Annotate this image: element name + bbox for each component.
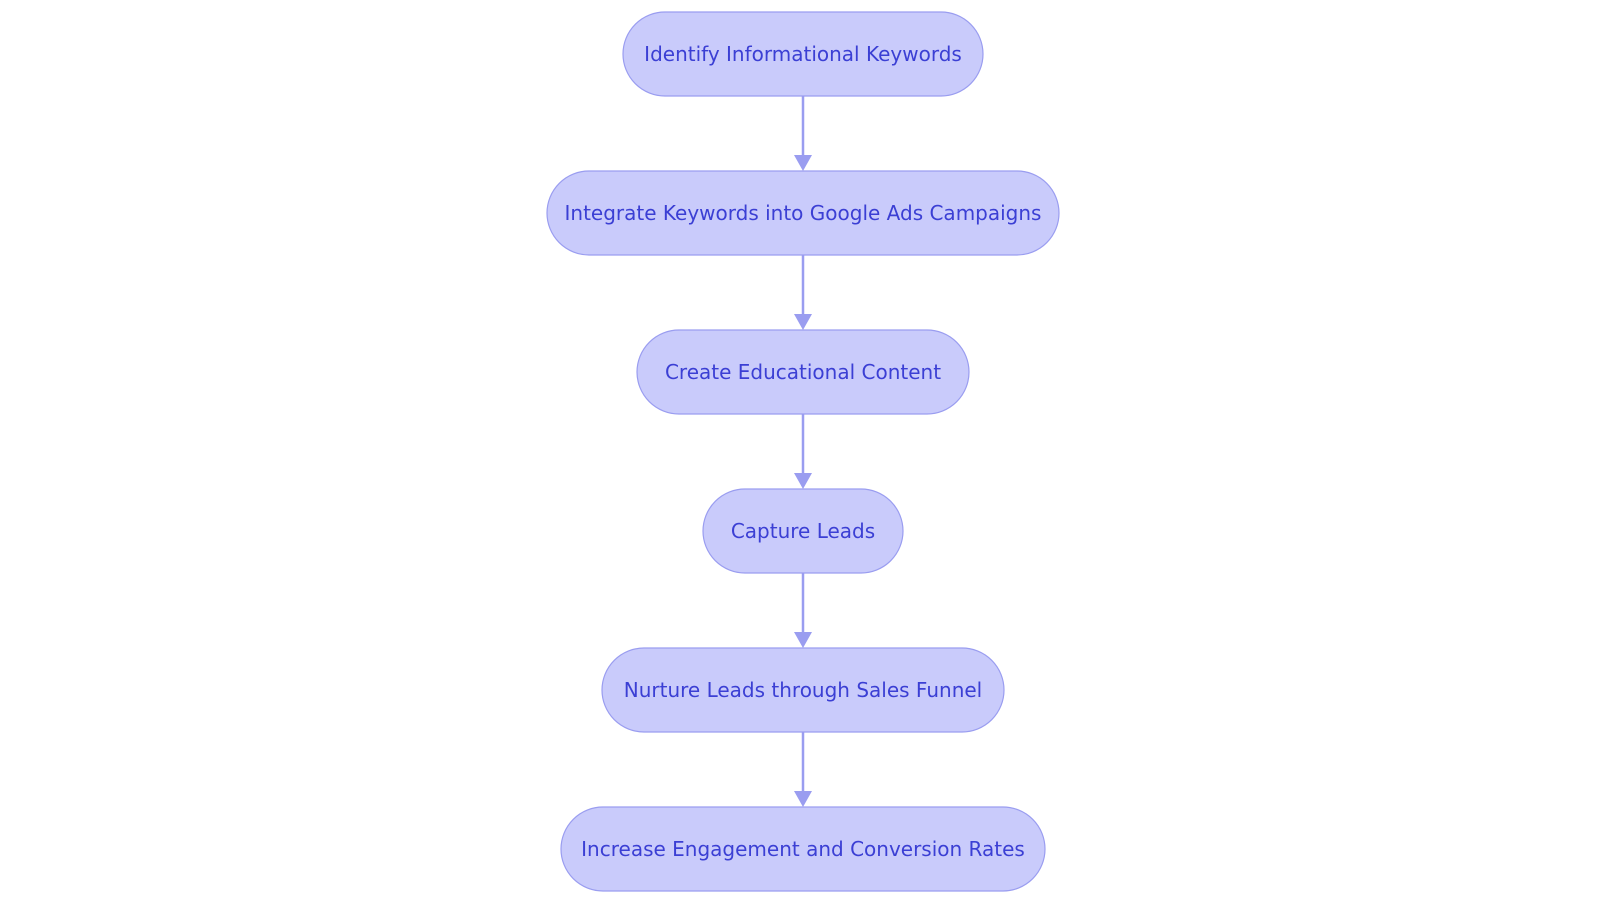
flow-node-shape [546,170,1060,256]
flow-arrow-1 [794,96,812,171]
flow-node-label: Capture Leads [731,519,875,543]
flow-node-4: Capture Leads [702,488,904,574]
flow-node-6: Increase Engagement and Conversion Rates [560,806,1046,892]
flow-node-2: Integrate Keywords into Google Ads Campa… [546,170,1060,256]
flow-node-1: Identify Informational Keywords [622,11,984,97]
flow-node-shape [601,647,1005,733]
flow-node-label: Increase Engagement and Conversion Rates [581,837,1025,861]
arrowhead-icon [794,314,812,330]
arrowhead-icon [794,473,812,489]
nodes-layer: Identify Informational KeywordsIntegrate… [546,11,1060,892]
flow-arrow-4 [794,573,812,648]
flow-arrow-5 [794,732,812,807]
flow-node-label: Nurture Leads through Sales Funnel [624,678,982,702]
flow-arrow-2 [794,255,812,330]
flow-node-3: Create Educational Content [636,329,970,415]
flow-node-5: Nurture Leads through Sales Funnel [601,647,1005,733]
flow-node-shape [702,488,904,574]
edges-layer [794,96,812,807]
arrowhead-icon [794,791,812,807]
flow-arrow-3 [794,414,812,489]
flow-node-label: Integrate Keywords into Google Ads Campa… [565,201,1042,225]
flow-node-shape [636,329,970,415]
arrowhead-icon [794,632,812,648]
flow-node-shape [560,806,1046,892]
flow-node-label: Identify Informational Keywords [644,42,962,66]
arrowhead-icon [794,155,812,171]
flow-node-shape [622,11,984,97]
flow-node-label: Create Educational Content [665,360,941,384]
